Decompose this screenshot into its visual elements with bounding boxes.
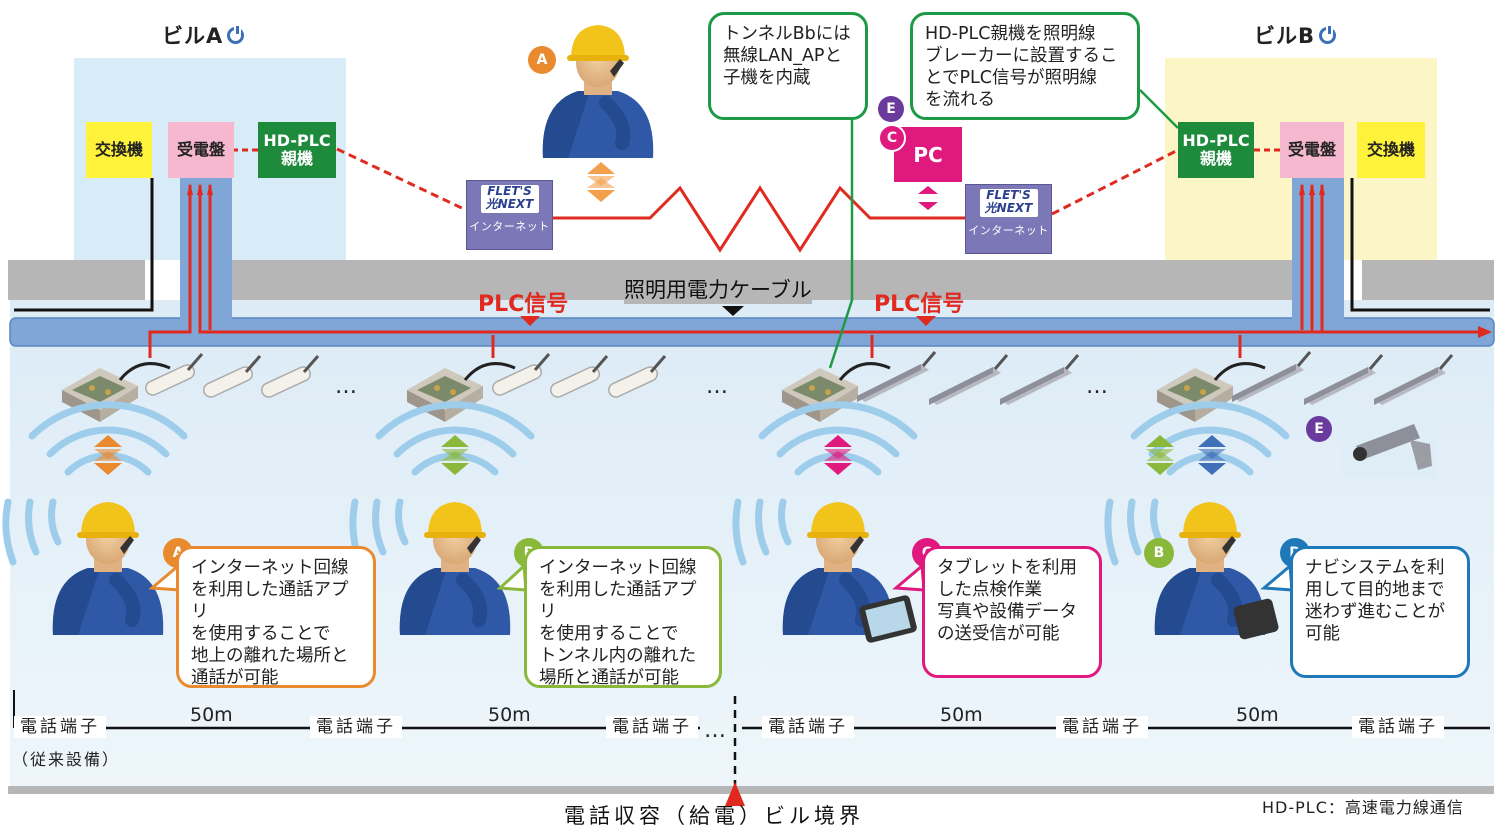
cable-label: 照明用電力ケーブル — [624, 274, 812, 304]
badge-a-top: A — [528, 46, 556, 74]
distance-4: 50m — [1236, 704, 1279, 726]
callout-tunnel-ap: トンネルBbには 無線LAN_APと 子機を内蔵 — [708, 12, 868, 120]
ellipsis-1: … — [335, 374, 360, 399]
badge-e-camera: E — [1306, 416, 1332, 442]
worker-d — [1155, 502, 1279, 640]
internet-link-line — [553, 185, 965, 253]
plc-signal-label-right: PLC信号 — [874, 292, 965, 317]
power-icon — [227, 26, 245, 44]
phone-terminal-3: 電話端子 — [606, 716, 698, 738]
hdplc-master-a: HD-PLC 親機 — [258, 122, 336, 178]
switchboard-a: 交換機 — [86, 122, 152, 178]
badge-e-pc: E — [878, 96, 904, 122]
phone-terminal-2: 電話端子 — [310, 716, 402, 738]
distance-1: 50m — [190, 704, 233, 726]
speech-bubble-d: ナビシステムを利 用して目的地まで 迷わず進むことが 可能 — [1290, 546, 1470, 678]
switchboard-b: 交換機 — [1357, 122, 1425, 178]
security-camera-icon — [1342, 416, 1436, 478]
building-a-label: ビルA — [162, 20, 245, 50]
phone-terminal-4: 電話端子 — [762, 716, 854, 738]
plc-signal-label-left: PLC信号 — [478, 292, 569, 317]
signal-arrows — [94, 162, 1226, 475]
hdplc-master-b: HD-PLC 親機 — [1178, 122, 1254, 178]
building-b-label: ビルB — [1254, 20, 1337, 50]
speech-bubble-c: タブレットを利用 した点検作業 写真や設備データ の送受信が可能 — [922, 546, 1102, 678]
power-panel-b: 受電盤 — [1280, 122, 1344, 178]
worker-a-top — [543, 25, 653, 158]
distance-2: 50m — [488, 704, 531, 726]
ellipsis-boundary: … — [704, 718, 729, 743]
tunnel-interior — [10, 300, 1494, 786]
legacy-label: （従来設備） — [12, 750, 121, 769]
phone-terminal-1: 電話端子 — [14, 716, 106, 738]
speech-bubble-a: インターネット回線 を利用した通話アプリ を使用することで 地上の離れた場所と … — [176, 546, 376, 688]
power-icon — [1319, 26, 1337, 44]
worker-c — [783, 502, 917, 643]
ellipsis-3: … — [1086, 374, 1111, 399]
phone-terminal-5: 電話端子 — [1056, 716, 1148, 738]
badge-c-pc: C — [878, 124, 906, 152]
distance-3: 50m — [940, 704, 983, 726]
power-panel-a: 受電盤 — [168, 122, 234, 178]
ellipsis-2: … — [706, 374, 731, 399]
badge-b-second: B — [1144, 538, 1174, 568]
phone-terminal-6: 電話端子 — [1352, 716, 1444, 738]
boundary-label: 電話収容（給電）ビル境界 — [564, 804, 864, 828]
callout-hdplc: HD-PLC親機を照明線 ブレーカーに設置するこ とでPLC信号が照明線 を流れ… — [910, 12, 1140, 120]
speech-bubble-b: インターネット回線 を利用した通話アプリ を使用することで トンネル内の離れた … — [524, 546, 722, 688]
legend-label: HD-PLC：高速電力線通信 — [1262, 798, 1464, 817]
